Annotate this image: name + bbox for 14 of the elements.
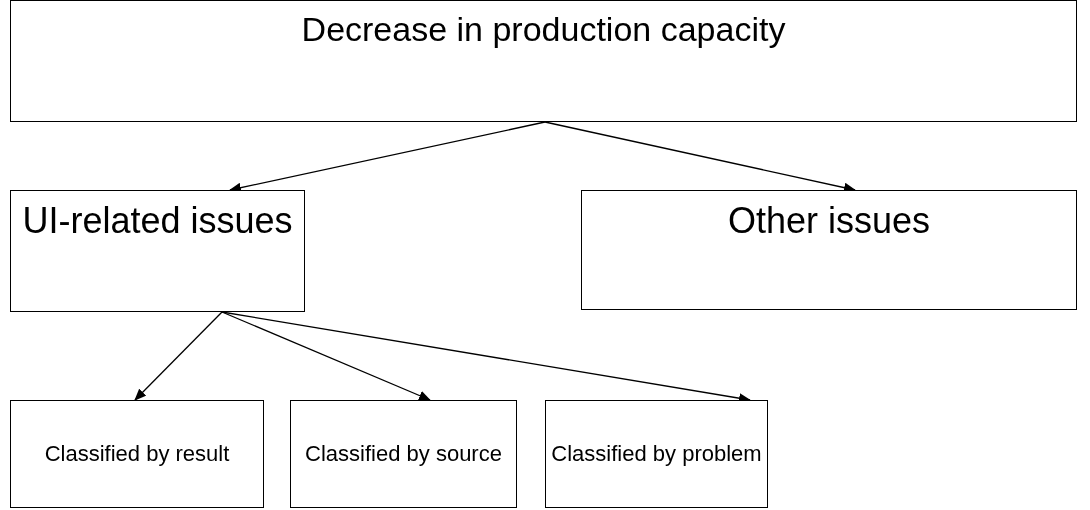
node-label: Classified by result [44,440,230,468]
box [545,400,768,508]
node-label: Classified by problem [551,440,762,468]
arrow [134,311,223,401]
box [10,400,264,508]
node-label: Decrease in production capacity [301,9,786,50]
node-label: Classified by source [305,440,502,468]
box [10,190,305,312]
node-label: UI-related issues [22,199,293,243]
box [10,0,1077,122]
box [290,400,517,508]
node-label: Other issues [727,199,931,243]
arrow [221,311,431,401]
box [581,190,1077,310]
